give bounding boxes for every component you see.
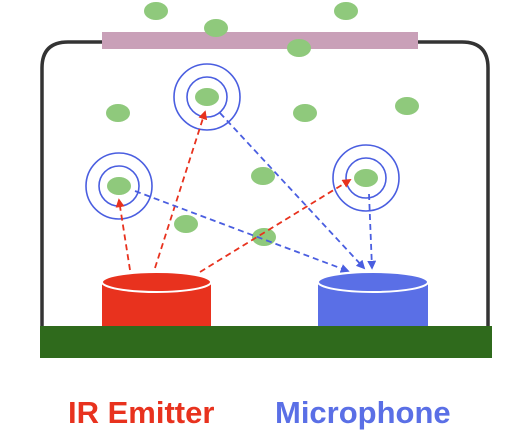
particle-icon (107, 177, 131, 195)
particle-icon (195, 88, 219, 106)
ir-emitter (101, 271, 212, 326)
ground-base (40, 326, 492, 358)
reflection-paths (134, 112, 377, 273)
particle-icon (334, 2, 358, 20)
particle-icon (293, 104, 317, 122)
ring-right (332, 144, 400, 212)
top-window (102, 32, 418, 49)
particle-icon (395, 97, 419, 115)
particle-icon (174, 215, 198, 233)
detection-rings (85, 63, 400, 220)
particle-icon (251, 167, 275, 185)
ir-emitter-label: IR Emitter (68, 395, 215, 430)
particles (106, 2, 419, 246)
microphone (317, 271, 429, 326)
particle-icon (354, 169, 378, 187)
emission-paths (115, 110, 352, 273)
particle-icon (287, 39, 311, 57)
chamber-frame (40, 40, 490, 332)
particle-icon (144, 2, 168, 20)
particle-icon (106, 104, 130, 122)
microphone-label: Microphone (275, 395, 451, 430)
particle-icon (204, 19, 228, 37)
